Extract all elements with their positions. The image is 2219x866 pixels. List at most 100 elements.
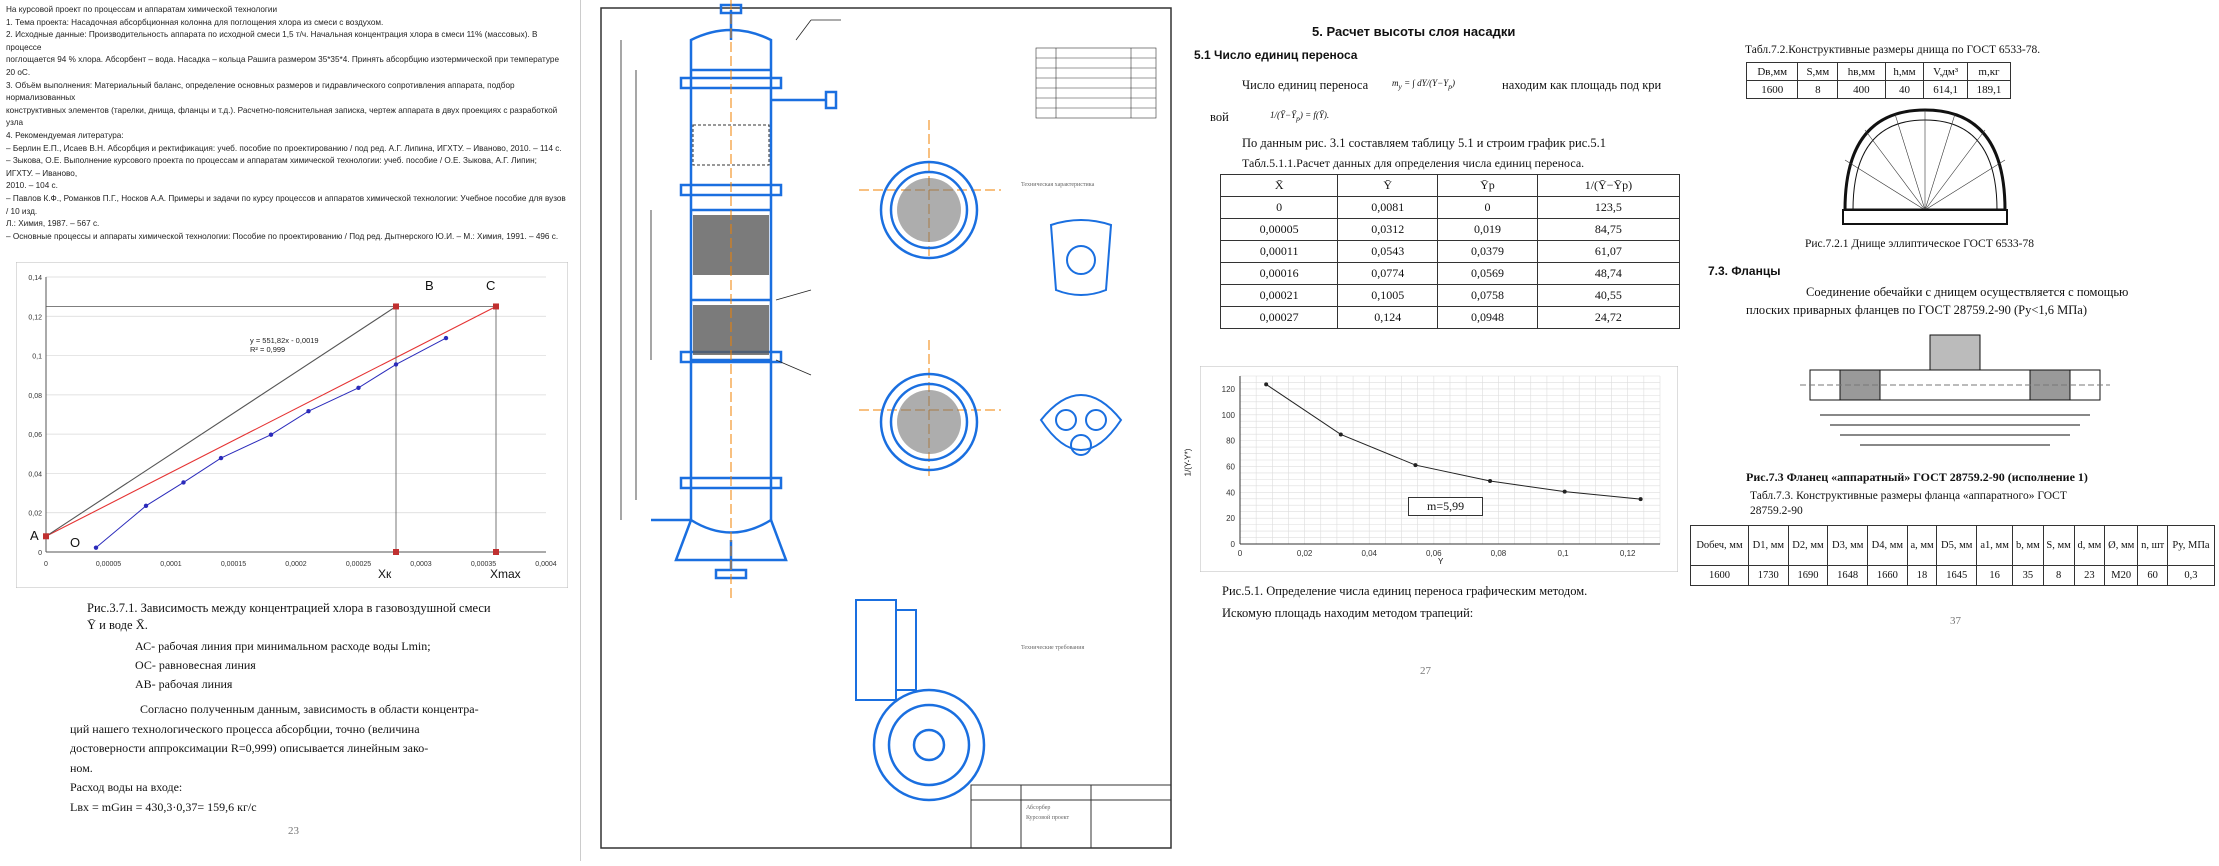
table-cell: 40 xyxy=(1884,80,1925,99)
page-number: 27 xyxy=(1420,665,1431,677)
table2-caption: Табл.7.3. Конструктивные размеры фланца … xyxy=(1750,490,2067,502)
key-point xyxy=(43,533,49,540)
para-1b: находим как площадь под кри xyxy=(1502,78,1662,92)
data-point xyxy=(143,503,149,509)
table-cell: a, мм xyxy=(1906,525,1938,566)
stamp-title: Абсорбер xyxy=(1026,805,1051,811)
tech-char-label: Техническая характеристика xyxy=(1021,182,1095,188)
assignment-line: 2010. – 104 с. xyxy=(6,181,58,191)
table-cell: D4, мм xyxy=(1867,525,1908,566)
legend-block: АС- рабочая линия при минимальном расход… xyxy=(135,637,431,694)
table-cell: d, мм xyxy=(2073,525,2106,566)
table-cell: 1730 xyxy=(1747,565,1789,586)
table-cell: n, шт xyxy=(2137,525,2168,566)
point-o-label: O xyxy=(70,535,81,550)
tech-req-label: Технические требования xyxy=(1021,645,1085,651)
table-cell: 60 xyxy=(2137,565,2168,586)
table-cell: Ø, мм xyxy=(2104,525,2139,566)
y-tick-label: 0,04 xyxy=(28,471,42,478)
table-cell: 16 xyxy=(1976,565,2014,586)
y-tick-label: 20 xyxy=(1226,514,1235,523)
x-tick-label: 0,1 xyxy=(1558,549,1570,558)
y-tick-label: 0,14 xyxy=(28,275,42,282)
page-4: Табл.7.2.Конструктивные размеры днища по… xyxy=(1690,0,2219,861)
point-a-label: A xyxy=(30,528,39,543)
y-tick-label: 60 xyxy=(1226,462,1235,471)
x-tick-label: 0,00015 xyxy=(221,561,246,568)
assignment-line: – Зыкова, О.Е. Выполнение курсового прое… xyxy=(6,156,537,178)
data-point xyxy=(306,408,311,414)
operating-line xyxy=(45,306,397,537)
data-point xyxy=(1562,489,1567,494)
section-hatching xyxy=(897,178,961,454)
data-point xyxy=(268,432,274,437)
y-tick-label: 40 xyxy=(1226,488,1235,497)
table-cell: 8 xyxy=(2042,565,2075,586)
page-3: 5. Расчет высоты слоя насадки 5.1 Число … xyxy=(1180,0,1685,861)
figure-caption: Рис.3.7.1. Зависимость между концентраци… xyxy=(87,601,491,615)
operating-line xyxy=(45,305,497,537)
table-cell: 1648 xyxy=(1827,565,1869,586)
key-point xyxy=(393,549,399,555)
assignment-line: На курсовой проект по процессам и аппара… xyxy=(6,5,278,14)
y-tick-label: 120 xyxy=(1222,385,1236,394)
x-tick-label: 0,0004 xyxy=(535,561,557,568)
table-cell: D2, мм xyxy=(1787,525,1829,566)
trend-equation: y = 551,82x - 0,0019 xyxy=(250,336,319,345)
assignment-line: 4. Рекомендуемая литература: xyxy=(6,130,124,140)
data-point xyxy=(218,455,224,461)
table-cell: 23 xyxy=(2073,565,2106,586)
column-body xyxy=(651,3,838,580)
table-cell: 18 xyxy=(1906,565,1938,586)
table-caption: Табл.5.1.1.Расчет данных для определения… xyxy=(1242,156,1585,170)
assignment-line: 2. Исходные данные: Производительность а… xyxy=(6,30,538,52)
table-cell: m,кг xyxy=(1966,62,2012,81)
body-text: Согласно полученным данным, зависимость … xyxy=(70,702,479,814)
assignment-line: конструктивных элементов (тарелки, днища… xyxy=(6,105,558,128)
page-1: На курсовой проект по процессам и аппара… xyxy=(0,0,575,861)
ntu-xlabel: Y xyxy=(1438,557,1444,566)
r2-label: R² = 0,999 xyxy=(250,345,286,354)
table-cell: D3, мм xyxy=(1827,525,1869,566)
table-cell: S,мм xyxy=(1797,62,1839,81)
assignment-line: 3. Объём выполнения: Материальный баланс… xyxy=(6,80,515,103)
table-cell: 1660 xyxy=(1867,565,1908,586)
section-7-3: 7.3. Фланцы xyxy=(1708,264,1781,278)
legend-ac: АС- рабочая линия при минимальном расход… xyxy=(135,639,431,653)
spec-table xyxy=(1035,47,1157,119)
table-cell: 1690 xyxy=(1787,565,1829,586)
table-cell: D5, мм xyxy=(1936,525,1978,566)
key-point xyxy=(493,303,499,310)
page-number: 23 xyxy=(288,825,299,837)
x-tick-label: 0,02 xyxy=(1297,549,1313,558)
y-tick-label: 0 xyxy=(1231,540,1236,549)
x-tick-label: 0,0001 xyxy=(160,561,182,568)
y-tick-label: 0 xyxy=(38,550,42,557)
data-point xyxy=(356,385,361,390)
data-point xyxy=(1338,432,1343,437)
legend-ab: АВ- рабочая линия xyxy=(135,677,233,691)
table-cell: Py, МПа xyxy=(2166,525,2216,566)
x-tick-label: 0,00005 xyxy=(96,561,121,568)
table2-caption-2: 28759.2-90 xyxy=(1750,505,1803,517)
assignment-line: – Павлов К.Ф., Романков П.Г., Носков А.А… xyxy=(6,193,566,216)
data-point xyxy=(393,362,399,367)
ntu-curve xyxy=(1265,383,1641,500)
table-cell: Dв,мм xyxy=(1745,62,1799,81)
fig2-caption: Рис.7.3 Фланец «аппаратный» ГОСТ 28759.2… xyxy=(1746,470,2088,484)
data-point xyxy=(1264,382,1269,387)
ntu-value-box: m=5,99 xyxy=(1408,497,1484,516)
formula-2: 1/(Ȳ−Ȳp) = f(Ȳ). xyxy=(1270,110,1330,123)
data-point xyxy=(1638,497,1643,502)
table-cell: b, мм xyxy=(2012,525,2044,566)
table-cell: 1600 xyxy=(1690,565,1749,586)
table-cell: 614,1 xyxy=(1923,80,1968,99)
y-tick-label: 80 xyxy=(1226,437,1235,446)
